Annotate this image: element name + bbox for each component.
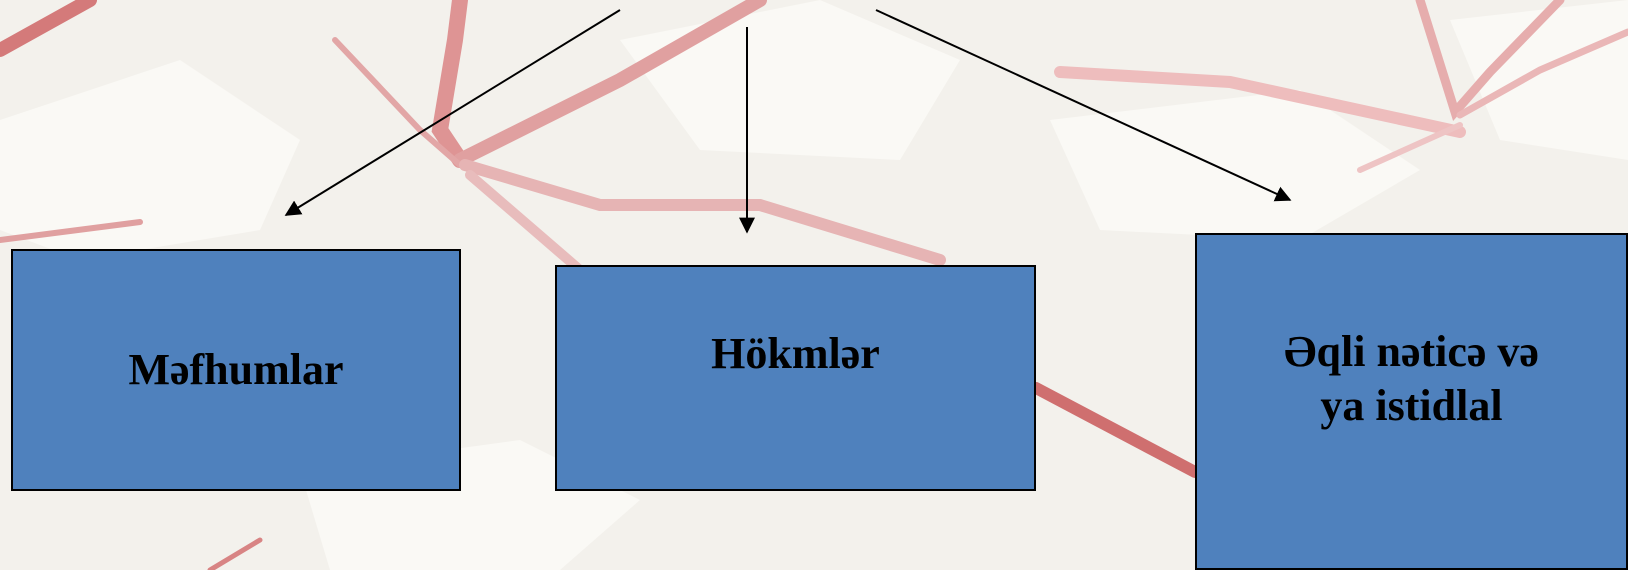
node-concepts-label: Məfhumlar bbox=[128, 345, 344, 394]
node-concepts: Məfhumlar bbox=[11, 249, 461, 491]
node-judgments-label: Hökmlər bbox=[711, 329, 880, 378]
node-inference-label: Əqli nəticə və ya istidlal bbox=[1284, 327, 1539, 430]
node-inference: Əqli nəticə və ya istidlal bbox=[1195, 233, 1628, 570]
arrow-to-inference bbox=[875, 9, 1292, 202]
node-judgments: Hökmlər bbox=[555, 265, 1036, 491]
arrow-to-concepts bbox=[284, 9, 621, 216]
